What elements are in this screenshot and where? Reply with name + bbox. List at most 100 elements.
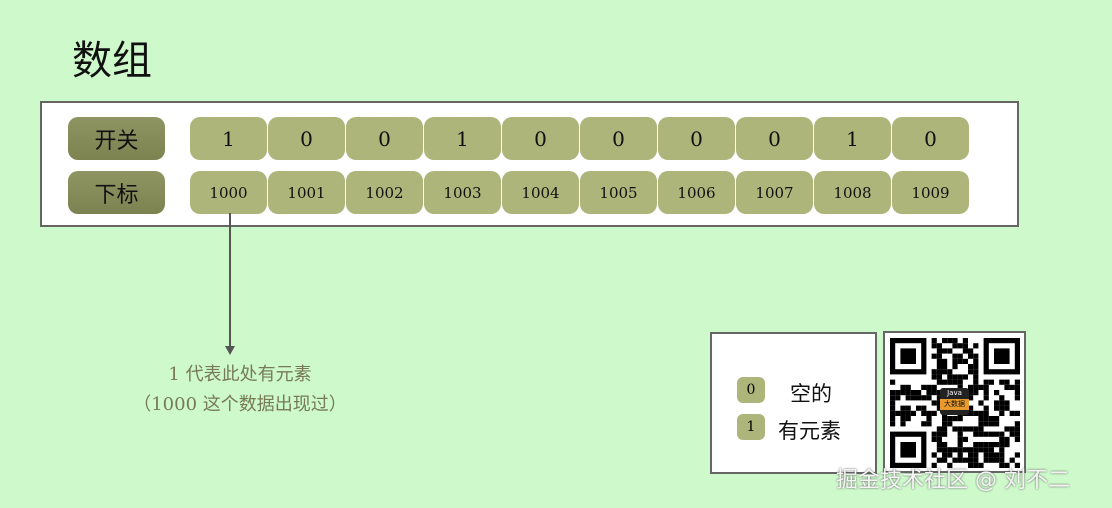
qr-module xyxy=(988,457,994,463)
qr-module xyxy=(994,431,1000,437)
qr-module xyxy=(957,457,963,463)
arrow-line xyxy=(229,213,231,348)
qr-module xyxy=(999,395,1005,401)
index-cell: 1006 xyxy=(658,171,735,214)
qr-module xyxy=(999,452,1005,458)
qr-module xyxy=(978,410,984,416)
qr-module xyxy=(962,374,968,380)
qr-module xyxy=(973,390,979,396)
qr-module xyxy=(931,436,937,442)
qr-module xyxy=(926,416,932,422)
qr-module xyxy=(942,358,948,364)
qr-module xyxy=(999,431,1005,437)
qr-module xyxy=(1014,384,1020,390)
switch-row-label: 开关 xyxy=(68,117,165,160)
qr-module xyxy=(973,379,979,385)
qr-module xyxy=(968,447,974,453)
qr-module xyxy=(947,462,953,468)
qr-module xyxy=(931,384,937,390)
qr-module xyxy=(973,447,979,453)
qr-module xyxy=(936,374,942,380)
qr-module xyxy=(942,457,948,463)
qr-module xyxy=(983,431,989,437)
qr-module xyxy=(952,364,958,370)
qr-module xyxy=(916,405,922,411)
qr-module xyxy=(957,426,963,432)
switch-cell: 1 xyxy=(190,117,267,160)
qr-module xyxy=(947,369,953,375)
qr-module xyxy=(1004,379,1010,385)
qr-module xyxy=(1004,462,1010,468)
annotation-line-1: 1 代表此处有元素 xyxy=(168,364,312,385)
qr-module xyxy=(952,343,958,349)
qr-module xyxy=(983,405,989,411)
qr-module xyxy=(994,390,1000,396)
qr-module xyxy=(957,447,963,453)
qr-module xyxy=(973,364,979,370)
index-cell: 1009 xyxy=(892,171,969,214)
qr-module xyxy=(947,416,953,422)
qr-module xyxy=(973,410,979,416)
qr-module xyxy=(994,442,1000,448)
qr-module xyxy=(921,410,927,416)
qr-module xyxy=(900,421,906,427)
qr-module xyxy=(999,405,1005,411)
qr-module xyxy=(983,447,989,453)
qr-module xyxy=(994,400,1000,406)
qr-module xyxy=(942,442,948,448)
qr-module xyxy=(931,431,937,437)
qr-module xyxy=(983,442,989,448)
qr-module xyxy=(962,348,968,354)
qr-module xyxy=(988,416,994,422)
qr-module xyxy=(973,353,979,359)
qr-module xyxy=(931,343,937,349)
qr-module xyxy=(968,353,974,359)
qr-module xyxy=(921,395,927,401)
qr-module xyxy=(983,379,989,385)
qr-module xyxy=(978,416,984,422)
qr-module xyxy=(973,343,979,349)
qr-module xyxy=(999,447,1005,453)
qr-module xyxy=(947,379,953,385)
qr-module xyxy=(983,452,989,458)
qr-module xyxy=(926,390,932,396)
page-title: 数组 xyxy=(72,38,152,84)
index-cell: 1005 xyxy=(580,171,657,214)
qr-module xyxy=(999,457,1005,463)
qr-module xyxy=(900,410,906,416)
qr-module xyxy=(916,390,922,396)
qr-module xyxy=(957,436,963,442)
qr-module xyxy=(994,452,1000,458)
qr-module xyxy=(936,400,942,406)
qr-module xyxy=(947,421,953,427)
qr-module xyxy=(962,358,968,364)
qr-module xyxy=(921,384,927,390)
qr-module xyxy=(968,384,974,390)
annotation-line-2: （1000 这个数据出现过） xyxy=(133,394,347,415)
qr-module xyxy=(890,421,896,427)
legend-text-1: 有元素 xyxy=(778,419,841,443)
index-row-label: 下标 xyxy=(68,171,165,214)
qr-module xyxy=(957,431,963,437)
qr-module xyxy=(942,421,948,427)
qr-module xyxy=(936,379,942,385)
index-cell: 1003 xyxy=(424,171,501,214)
qr-module xyxy=(952,416,958,422)
index-cell: 1004 xyxy=(502,171,579,214)
qr-module xyxy=(1004,405,1010,411)
qr-module xyxy=(999,436,1005,442)
qr-module xyxy=(936,348,942,354)
qr-module xyxy=(978,442,984,448)
qr-module xyxy=(942,379,948,385)
qr-module xyxy=(952,353,958,359)
qr-logo: Java 大数据 xyxy=(940,388,969,415)
qr-module xyxy=(1014,390,1020,396)
qr-module xyxy=(936,405,942,411)
qr-module xyxy=(957,442,963,448)
qr-module xyxy=(952,379,958,385)
qr-module xyxy=(978,421,984,427)
qr-module xyxy=(957,416,963,422)
qr-module xyxy=(942,338,948,344)
qr-module xyxy=(905,416,911,422)
qr-module xyxy=(973,426,979,432)
